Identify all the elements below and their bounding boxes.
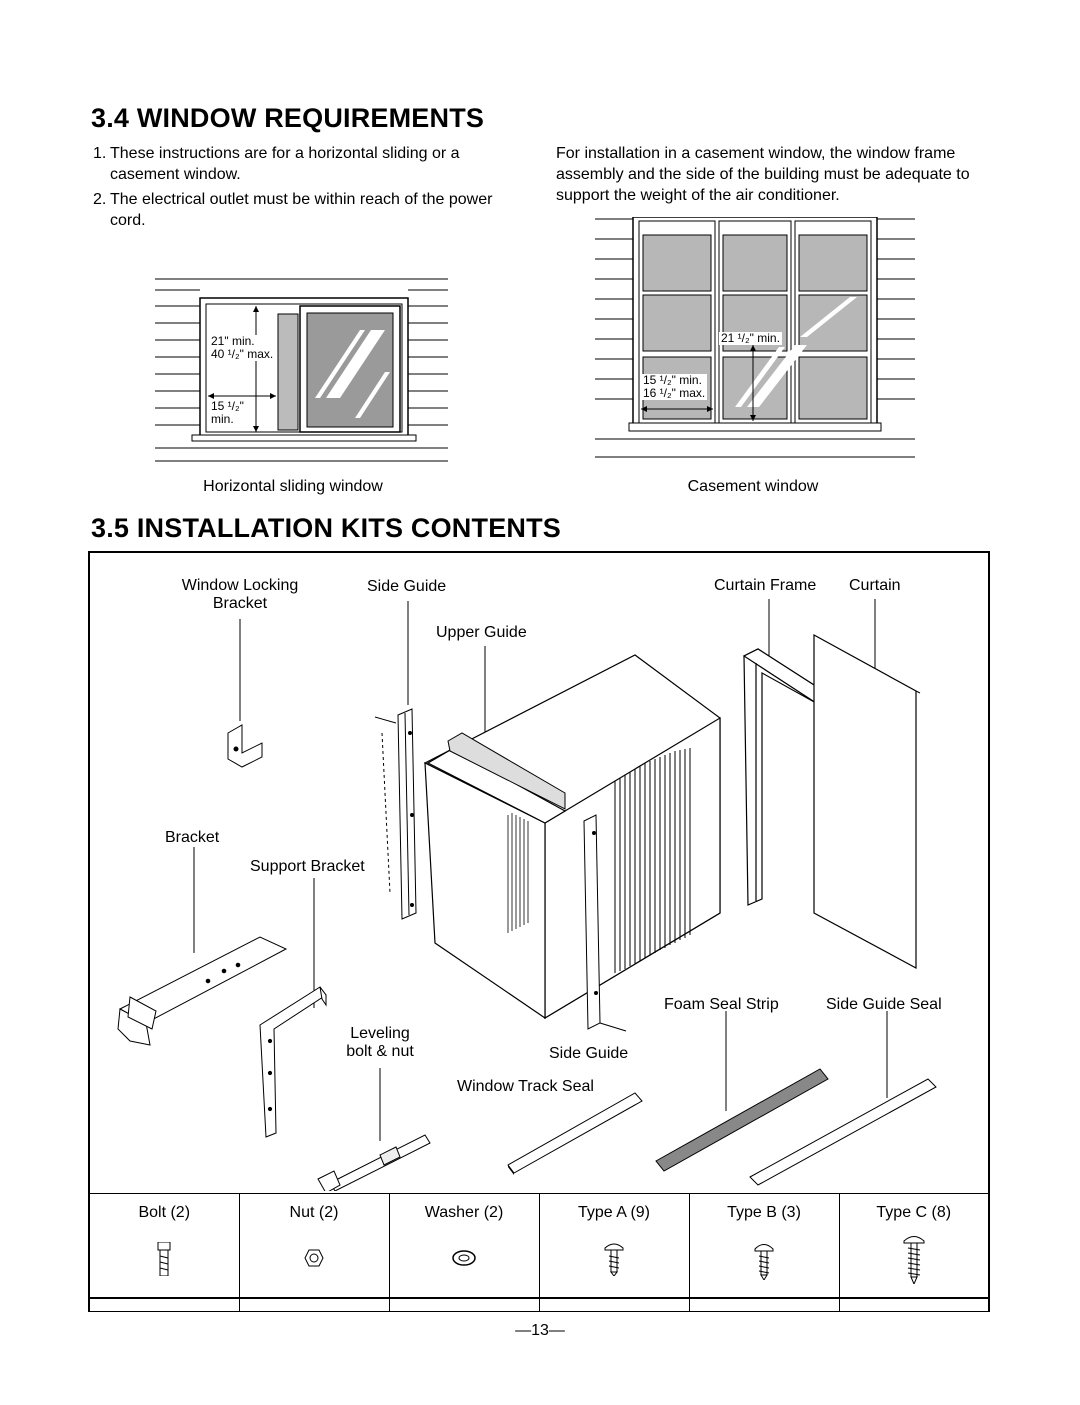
label-side-guide-seal: Side Guide Seal: [826, 996, 942, 1013]
page-number: —13—: [515, 1322, 565, 1339]
list-item: 1.These instructions are for a horizonta…: [93, 145, 460, 183]
label-side-guide-bottom: Side Guide: [549, 1045, 629, 1062]
hardware-cell: Type A (9): [538, 1193, 690, 1312]
hardware-cell: Washer (2): [388, 1193, 540, 1312]
label-foam-seal-strip: Foam Seal Strip: [664, 996, 779, 1013]
label-bracket: Bracket: [165, 829, 220, 846]
label-curtain-frame: Curtain Frame: [714, 577, 817, 594]
label-upper-guide: Upper Guide: [436, 624, 527, 641]
hardware-label: Type C (8): [876, 1204, 952, 1221]
hardware-label: Nut (2): [289, 1204, 339, 1221]
casement-requirement-text: For installation in a casement window, t…: [556, 145, 970, 204]
label-window-track-seal: Window Track Seal: [457, 1078, 594, 1095]
casement-width-dimension: 15 ¹/₂" min.16 ¹/₂" max.: [641, 373, 708, 400]
label-side-guide-top: Side Guide: [367, 578, 447, 595]
list-item: 2.The electrical outlet must be within r…: [93, 191, 493, 229]
screw-type-b-icon: [754, 1244, 774, 1280]
hardware-cell: Nut (2): [238, 1193, 390, 1312]
sliding-window-caption: Horizontal sliding window: [203, 478, 383, 495]
bolt-icon: [157, 1242, 171, 1276]
nut-icon: [304, 1249, 324, 1267]
sliding-window-illustration: [155, 278, 448, 462]
label-support-bracket: Support Bracket: [250, 858, 365, 875]
kit-parts-illustration: [117, 599, 937, 1191]
hardware-label: Bolt (2): [138, 1204, 191, 1221]
hardware-cell: Type C (8): [838, 1193, 990, 1312]
sliding-height-dimension: 21" min.40 ¹/₂" max.: [209, 334, 276, 361]
hardware-label: Type B (3): [727, 1204, 801, 1221]
hardware-cell: Bolt (2): [88, 1193, 240, 1312]
screw-type-a-icon: [604, 1243, 624, 1276]
hardware-table: Bolt (2) Nut (2) Washer (2) Type A (9): [88, 1193, 990, 1312]
hardware-label: Type A (9): [577, 1204, 651, 1221]
washer-icon: [452, 1250, 476, 1266]
screw-type-c-icon: [903, 1236, 925, 1284]
label-curtain: Curtain: [849, 577, 901, 594]
section-title-installation-kits: 3.5 INSTALLATION KITS CONTENTS: [91, 513, 562, 543]
casement-height-dimension: 21 ¹/₂" min.: [719, 331, 782, 345]
sliding-width-dimension: 15 ¹/₂"min.: [209, 399, 246, 426]
hardware-cell: Type B (3): [688, 1193, 840, 1312]
section-title-window-requirements: 3.4 WINDOW REQUIREMENTS: [91, 103, 485, 133]
casement-window-caption: Casement window: [687, 478, 819, 495]
hardware-label: Washer (2): [424, 1204, 504, 1221]
requirements-list: 1.These instructions are for a horizonta…: [93, 143, 513, 235]
